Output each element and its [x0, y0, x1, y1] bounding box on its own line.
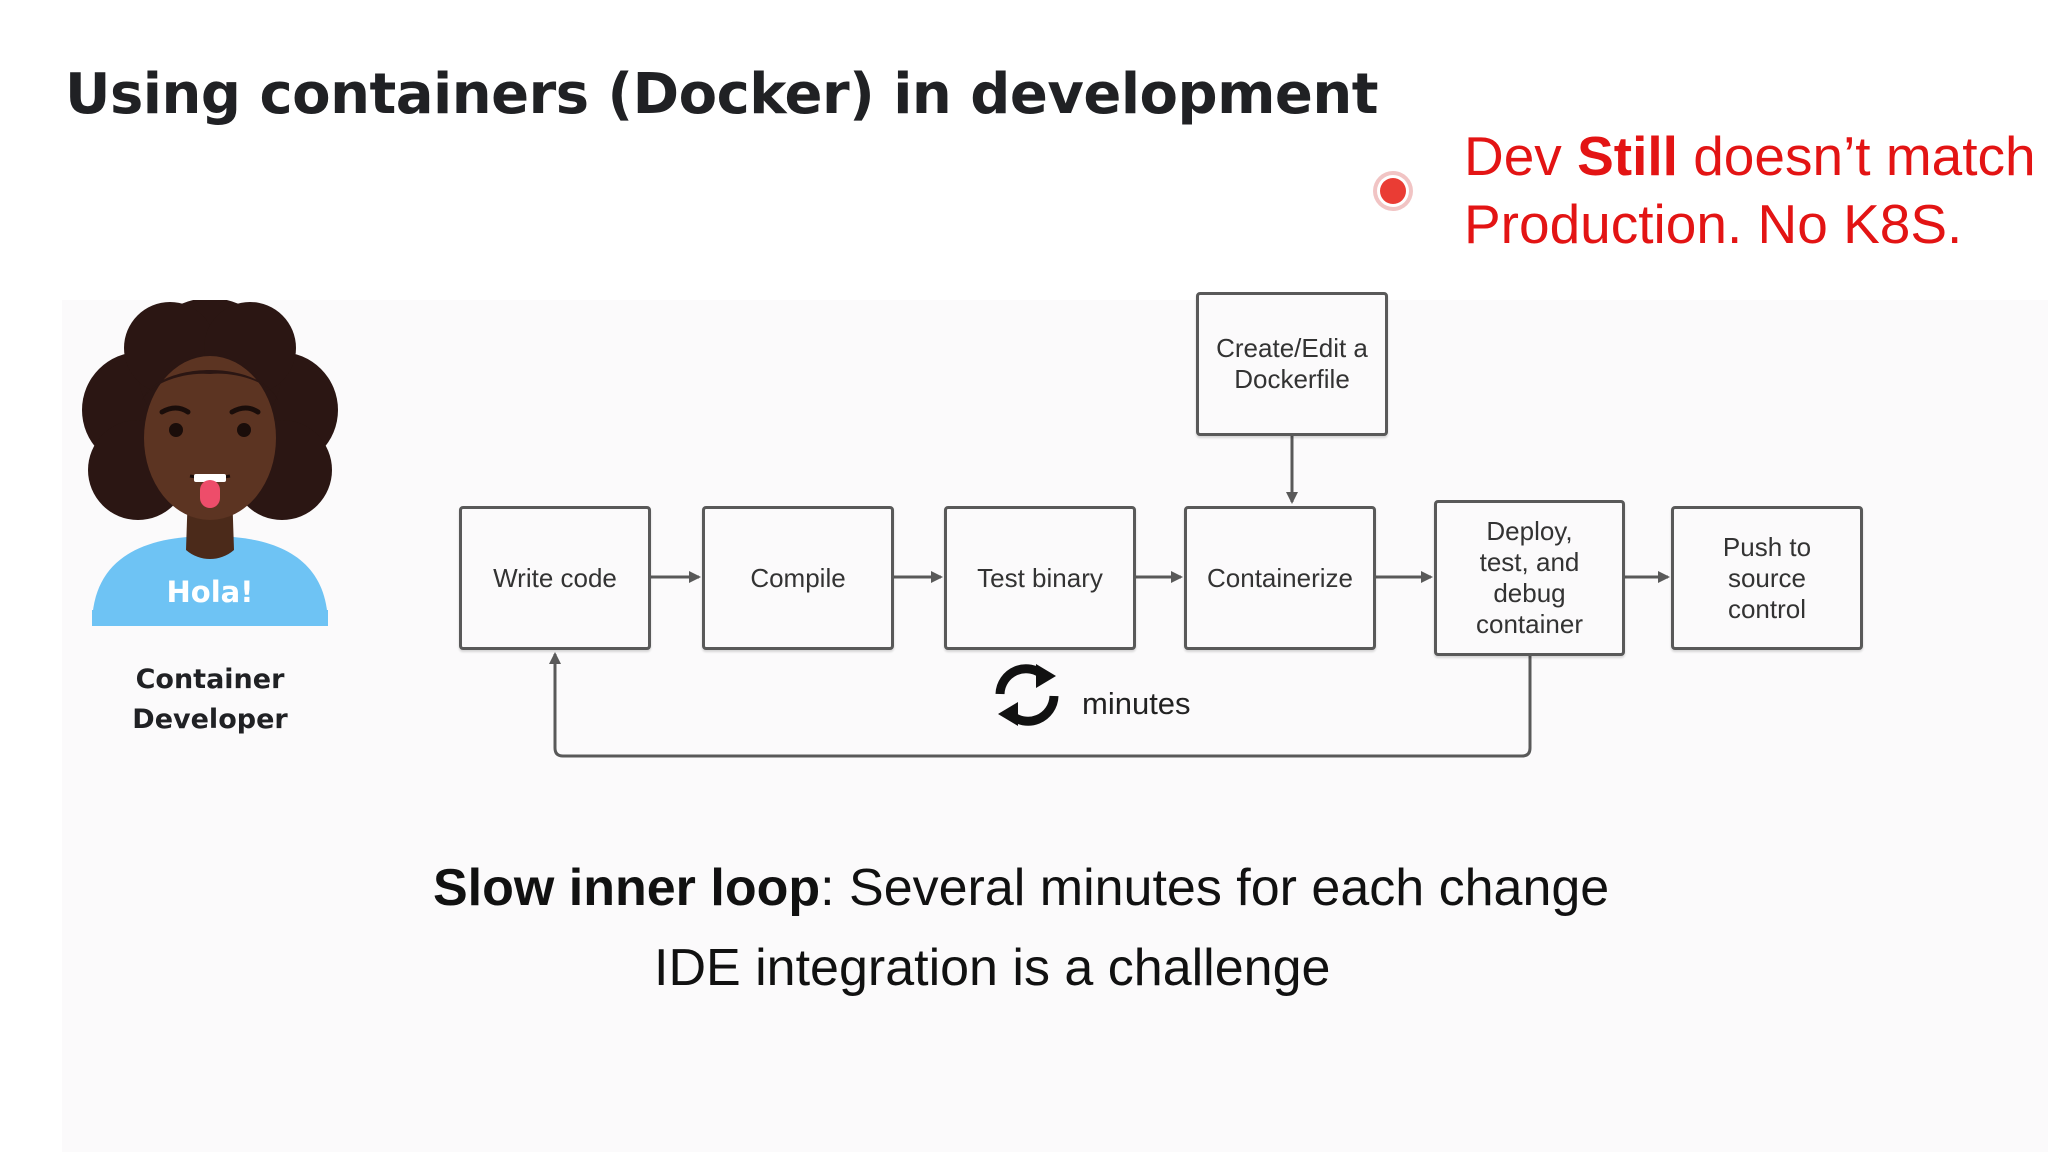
step-label: Test binary: [977, 562, 1103, 593]
step-push-source-control: Push to source control: [1671, 506, 1863, 650]
step-create-dockerfile: Create/Edit a Dockerfile: [1196, 292, 1388, 436]
greeting-text: Hola!: [167, 575, 254, 609]
step-containerize: Containerize: [1184, 506, 1376, 650]
refresh-cycle-icon: [995, 664, 1059, 726]
slide-title: Using containers (Docker) in development: [65, 62, 1379, 127]
record-dot-icon: [1373, 171, 1413, 211]
step-label: Create/Edit a Dockerfile: [1216, 333, 1368, 394]
summary-emphasis: Slow inner loop: [433, 859, 821, 917]
note-line2: Production. No K8S.: [1464, 193, 1963, 255]
loop-time-label: minutes: [1082, 686, 1191, 721]
developer-label-line1: Container: [135, 664, 285, 695]
step-test-binary: Test binary: [944, 506, 1136, 650]
step-label: Deploy, test, and debug container: [1476, 516, 1583, 639]
step-label: Write code: [493, 562, 617, 593]
callout-note: Dev Still doesn’t match Production. No K…: [1464, 122, 2036, 258]
content-background: [62, 300, 2048, 1152]
note-suffix: doesn’t match: [1677, 125, 2036, 187]
developer-label-line2: Developer: [132, 704, 288, 735]
loop-back-arrow: [549, 652, 1532, 758]
developer-avatar: Hola!: [82, 300, 338, 626]
step-label: Containerize: [1207, 562, 1353, 593]
step-write-code: Write code: [459, 506, 651, 650]
summary-line1: Slow inner loop: Several minutes for eac…: [433, 858, 2048, 918]
step-compile: Compile: [702, 506, 894, 650]
summary-line2: IDE integration is a challenge: [654, 939, 1331, 997]
note-prefix: Dev: [1464, 125, 1578, 187]
summary-line1-rest: : Several minutes for each change: [820, 859, 1610, 917]
step-deploy-test-debug: Deploy, test, and debug container: [1434, 500, 1625, 656]
developer-label: Container Developer: [80, 660, 340, 740]
step-label: Compile: [750, 562, 846, 593]
step-label: Push to source control: [1722, 531, 1812, 624]
note-emphasis: Still: [1577, 125, 1678, 187]
